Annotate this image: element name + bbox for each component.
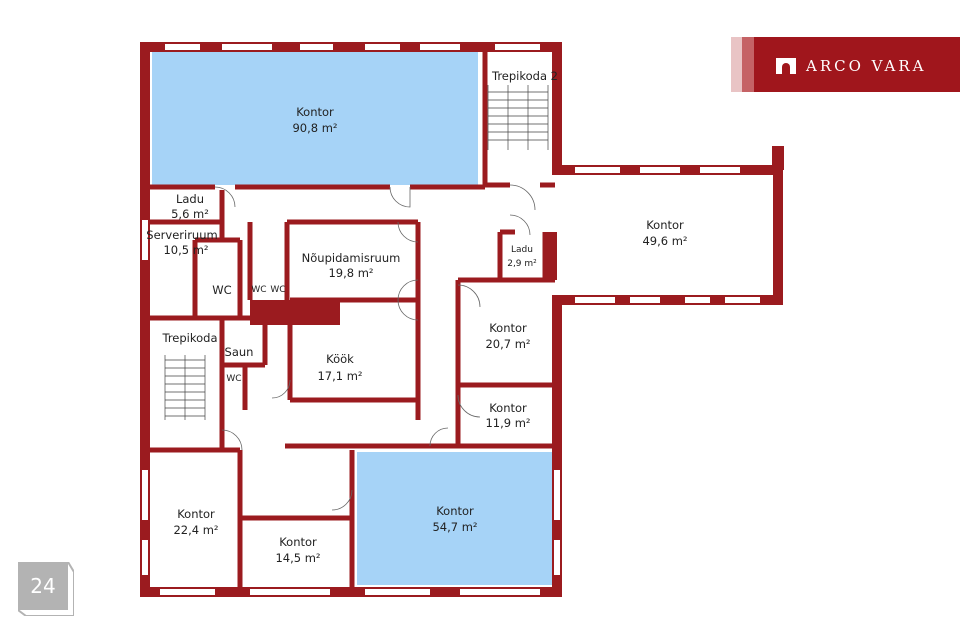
wall-bump [772, 146, 784, 170]
room-label-kontor-90-8: Kontor [296, 105, 334, 119]
arco-vara-logo: ARCO VARA [731, 37, 960, 92]
brand-name: ARCO VARA [806, 57, 927, 75]
room-label-wc-a: WC [251, 285, 266, 295]
stairs-trepikoda-2 [487, 85, 549, 150]
page-number: 24 [18, 562, 68, 610]
room-label-trepikoda-2: Trepikoda 2 [491, 69, 558, 83]
page-number-badge: 24 [18, 562, 74, 616]
room-label-kontor-14-5: Kontor [279, 535, 317, 549]
room-label-kontor-20-7: Kontor [489, 321, 527, 335]
badge-fold-icon [18, 562, 74, 616]
windows [142, 44, 760, 595]
room-label-kontor-54-7: Kontor [436, 504, 474, 518]
room-area-kook: 17,1 m² [317, 369, 362, 383]
room-area-noupidamisruum: 19,8 m² [328, 266, 373, 280]
interior-walls [150, 52, 555, 587]
room-area-kontor-14-5: 14,5 m² [275, 551, 320, 565]
room-area-kontor-20-7: 20,7 m² [485, 337, 530, 351]
column [545, 232, 557, 280]
stairs-trepikoda [164, 355, 206, 420]
room-label-ladu-5-6: Ladu [176, 192, 204, 206]
arch-logo-icon [776, 58, 796, 74]
room-area-serveriruum: 10,5 m² [163, 243, 208, 257]
room-label-serveriruum: Serveriruum [146, 228, 217, 242]
room-label-saun: Saun [225, 345, 254, 359]
room-kontor-54-7-fill [357, 452, 552, 585]
room-area-kontor-49-6: 49,6 m² [642, 234, 687, 248]
room-label-trepikoda: Trepikoda [161, 331, 217, 345]
room-label-wc-b: WC [270, 285, 285, 295]
room-kontor-90-8-fill [152, 52, 478, 185]
room-area-ladu-5-6: 5,6 m² [171, 207, 209, 221]
room-label-kook: Köök [326, 352, 354, 366]
room-label-kontor-49-6: Kontor [646, 218, 684, 232]
room-label-wc-c: WC [226, 374, 241, 384]
room-label-kontor-22-4: Kontor [177, 507, 215, 521]
room-label-noupidamisruum: Nõupidamisruum [302, 251, 401, 265]
room-area-ladu-2-9: 2,9 m² [507, 259, 537, 269]
doors [214, 184, 536, 511]
room-area-kontor-11-9: 11,9 m² [485, 416, 530, 430]
room-label-ladu-2-9: Ladu [511, 245, 533, 255]
room-label-kontor-11-9: Kontor [489, 401, 527, 415]
room-area-kontor-54-7: 54,7 m² [432, 520, 477, 534]
room-area-kontor-22-4: 22,4 m² [173, 523, 218, 537]
dark-core-block [250, 300, 340, 325]
room-label-wc: WC [212, 283, 231, 297]
room-area-kontor-90-8: 90,8 m² [292, 121, 337, 135]
